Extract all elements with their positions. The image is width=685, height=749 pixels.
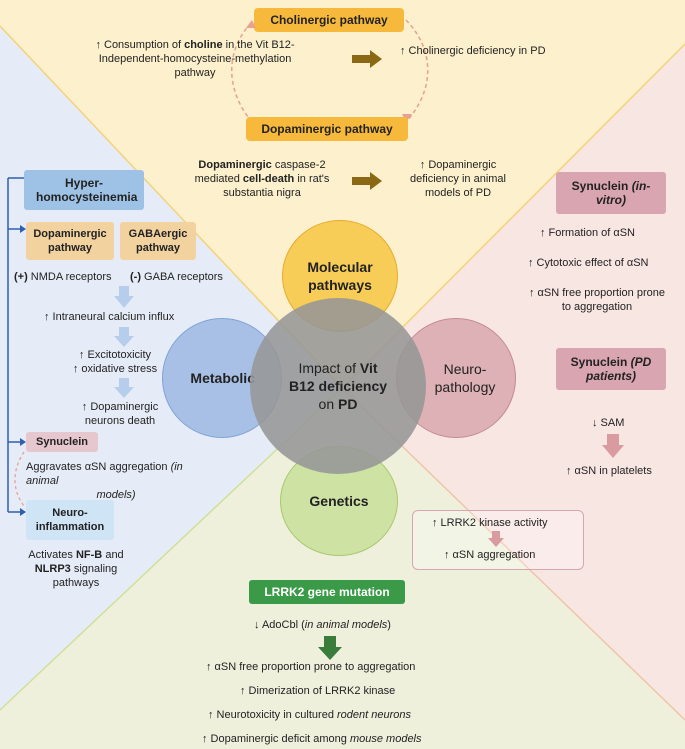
synuclein-invitro-box: Synuclein (in-vitro)	[556, 172, 666, 214]
arrow-down-icon	[114, 286, 134, 308]
cytotoxic-text: ↑ Cytotoxic effect of αSN	[528, 257, 649, 269]
cholinergic-pathway-title: Cholinergic pathway	[270, 13, 388, 27]
neuroinflammation-box: Neuro-inflammation	[26, 500, 114, 540]
formation-text: ↑ Formation of αSN	[540, 227, 635, 239]
neuron-death-text: ↑ Dopaminergic neurons death	[81, 401, 159, 427]
aggravates-text: Aggravates αSN aggregation (in animal mo…	[26, 461, 183, 501]
bottom-line-3: ↑ Neurotoxicity in cultured rodent neuro…	[208, 709, 411, 721]
left-bracket-connector	[7, 177, 26, 516]
dopaminergic-pathway-box: Dopaminergic pathway	[246, 117, 408, 141]
gabaergic-pathway-box: GABAergic pathway	[120, 222, 196, 260]
bottom-quadrant	[0, 388, 685, 749]
arrow-right-icon	[352, 172, 382, 190]
calcium-influx-text: ↑ Intraneural calcium influx	[44, 311, 175, 323]
synuclein-pd-box: Synuclein (PD patients)	[556, 348, 666, 390]
arrow-down-icon	[488, 531, 504, 547]
cholinergic-deficiency-text: ↑ Cholinergic deficiency in PD	[400, 45, 546, 57]
synuclein-left-box: Synuclein	[26, 432, 98, 452]
activates-text: Activates NF-B and NLRP3 signaling pathw…	[28, 549, 124, 589]
dopaminergic-pathway-title: Dopaminergic pathway	[261, 122, 393, 136]
nmda-receptors-text: (+) NMDA receptors	[14, 271, 112, 283]
lrrk2-kinase-text: ↑ LRRK2 kinase activity	[432, 517, 548, 529]
cholinergic-pathway-box: Cholinergic pathway	[254, 8, 404, 32]
hyperhomocysteinemia-box: Hyper-homocysteinemia	[24, 170, 144, 210]
arrow-down-icon	[114, 378, 134, 398]
center-circle: Impact of Vit B12 deficiency on PD	[250, 298, 426, 474]
arrow-down-icon	[318, 636, 342, 660]
excitotoxicity-text: ↑ Excitotoxicity ↑ oxidative stress	[72, 349, 158, 375]
top-quadrant	[0, 0, 685, 388]
gaba-receptors-text: (-) GABA receptors	[130, 271, 223, 283]
bottom-line-4: ↑ Dopaminergic deficit among mouse model…	[202, 733, 422, 745]
lrrk2-gene-mutation-box: LRRK2 gene mutation	[249, 580, 405, 604]
free-proportion-text: ↑ αSN free proportion prone to aggregati…	[529, 287, 665, 313]
arrow-down-icon	[114, 327, 134, 347]
arrow-right-icon	[352, 50, 382, 68]
asn-aggregation-text: ↑ αSN aggregation	[444, 549, 536, 561]
dopaminergic-deficiency-text: ↑ Dopaminergic deficiency in animal mode…	[410, 159, 506, 199]
caspase-text: Dopaminergic caspase-2 mediated cell-dea…	[194, 159, 330, 199]
dopaminergic-pathway-left-box: Dopaminergic pathway	[26, 222, 114, 260]
adocbl-text: ↓ AdoCbl (in animal models)	[254, 619, 391, 631]
arrow-down-icon	[602, 434, 624, 458]
platelets-text: ↑ αSN in platelets	[566, 465, 652, 477]
bottom-line-2: ↑ Dimerization of LRRK2 kinase	[240, 685, 396, 697]
choline-consumption-text: ↑ Consumption of choline in the Vit B12-…	[95, 39, 295, 79]
center-title: Impact of Vit B12 deficiency on PD	[288, 360, 388, 412]
sam-text: ↓ SAM	[592, 417, 625, 429]
bottom-line-1: ↑ αSN free proportion prone to aggregati…	[206, 661, 416, 673]
